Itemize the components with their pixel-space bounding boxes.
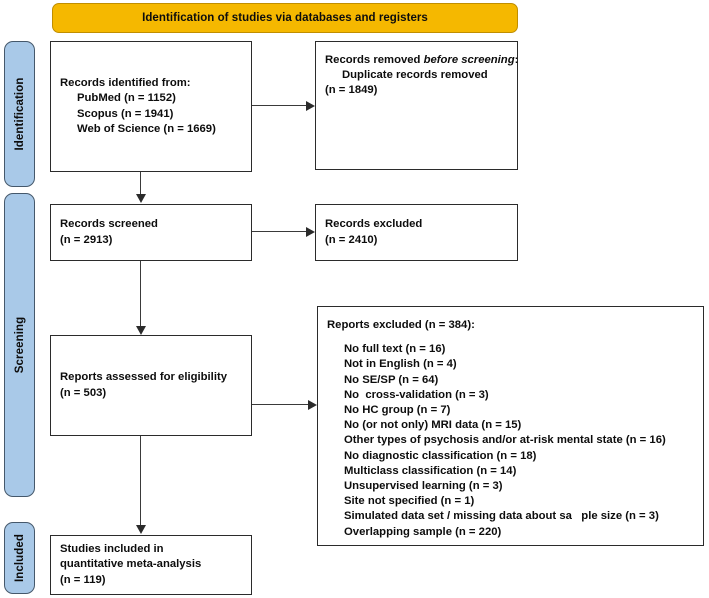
reason-item: Other types of psychosis and/or at-risk … xyxy=(344,434,666,447)
studies-included-count: (n = 119) xyxy=(60,573,106,586)
studies-included-line2: quantitative meta-analysis xyxy=(60,558,202,571)
reason-item: Overlapping sample (n = 220) xyxy=(344,525,502,538)
connector-identified-to-removed xyxy=(252,105,307,107)
reason-item: No SE/SP (n = 64) xyxy=(344,373,439,386)
records-removed-detail: Duplicate records removed xyxy=(342,69,488,82)
stage-label-screening: Screening xyxy=(13,316,26,374)
connector-screened-to-assessed xyxy=(140,261,142,327)
arrowhead-screened-to-assessed xyxy=(136,326,146,335)
records-identified-heading: Records identified from: xyxy=(60,77,191,90)
reason-item: Site not specified (n = 1) xyxy=(344,495,475,508)
stage-bar-screening: Screening xyxy=(4,193,35,497)
records-removed-heading-plain: Records removed xyxy=(325,54,424,66)
stage-bar-identification: Identification xyxy=(4,41,35,187)
records-removed-count: (n = 1849) xyxy=(325,84,378,97)
reason-item: No full text (n = 16) xyxy=(344,343,446,356)
reports-excluded-reason-list: No full text (n = 16) Not in English (n … xyxy=(327,342,694,540)
arrowhead-identified-to-screened xyxy=(136,194,146,203)
banner-identification-header: Identification of studies via databases … xyxy=(52,3,518,33)
box-records-removed-before-screening: Records removed before screening: Duplic… xyxy=(315,41,518,170)
records-excluded-label: Records excluded xyxy=(325,218,423,231)
reports-assessed-label: Reports assessed for eligibility xyxy=(60,371,227,384)
reason-item: Simulated data set / missing data about … xyxy=(344,510,659,523)
box-reports-excluded: Reports excluded (n = 384): No full text… xyxy=(317,306,704,546)
box-records-identified: Records identified from: PubMed (n = 115… xyxy=(50,41,252,172)
arrowhead-identified-to-removed xyxy=(306,101,315,111)
records-identified-source-wos: Web of Science (n = 1669) xyxy=(77,122,216,135)
box-records-excluded: Records excluded (n = 2410) xyxy=(315,204,518,261)
records-screened-label: Records screened xyxy=(60,218,158,231)
stage-label-identification: Identification xyxy=(13,77,26,151)
box-reports-assessed-eligibility: Reports assessed for eligibility (n = 50… xyxy=(50,335,252,436)
records-removed-heading: Records removed before screening: xyxy=(325,53,518,68)
records-excluded-count: (n = 2410) xyxy=(325,233,378,246)
connector-assessed-to-included xyxy=(140,436,142,526)
records-removed-heading-colon: : xyxy=(514,54,519,66)
reason-item: No HC group (n = 7) xyxy=(344,404,451,417)
arrowhead-screened-to-excluded xyxy=(306,227,315,237)
studies-included-line1: Studies included in xyxy=(60,543,164,556)
reason-item: No cross-validation (n = 3) xyxy=(344,388,489,401)
records-identified-source-scopus: Scopus (n = 1941) xyxy=(77,107,174,120)
reason-item: No (or not only) MRI data (n = 15) xyxy=(344,419,522,432)
arrowhead-assessed-to-included xyxy=(136,525,146,534)
connector-assessed-to-reports-excluded xyxy=(252,404,309,406)
reason-item: Multiclass classification (n = 14) xyxy=(344,464,517,477)
records-removed-heading-emphasis: before screening xyxy=(423,54,515,66)
records-identified-source-pubmed: PubMed (n = 1152) xyxy=(77,92,176,105)
reason-item: Unsupervised learning (n = 3) xyxy=(344,480,503,493)
box-studies-included: Studies included in quantitative meta-an… xyxy=(50,535,252,595)
records-screened-count: (n = 2913) xyxy=(60,233,113,246)
connector-screened-to-excluded xyxy=(252,231,307,233)
reason-item: Not in English (n = 4) xyxy=(344,358,457,371)
reports-excluded-heading: Reports excluded (n = 384): xyxy=(327,319,475,331)
banner-title: Identification of studies via databases … xyxy=(142,12,428,24)
arrowhead-assessed-to-reports-excluded xyxy=(308,400,317,410)
stage-label-included: Included xyxy=(13,533,26,583)
stage-bar-included: Included xyxy=(4,522,35,594)
reports-assessed-count: (n = 503) xyxy=(60,386,107,399)
connector-identified-to-screened xyxy=(140,172,142,196)
box-records-screened: Records screened (n = 2913) xyxy=(50,204,252,261)
reason-item: No diagnostic classification (n = 18) xyxy=(344,449,537,462)
